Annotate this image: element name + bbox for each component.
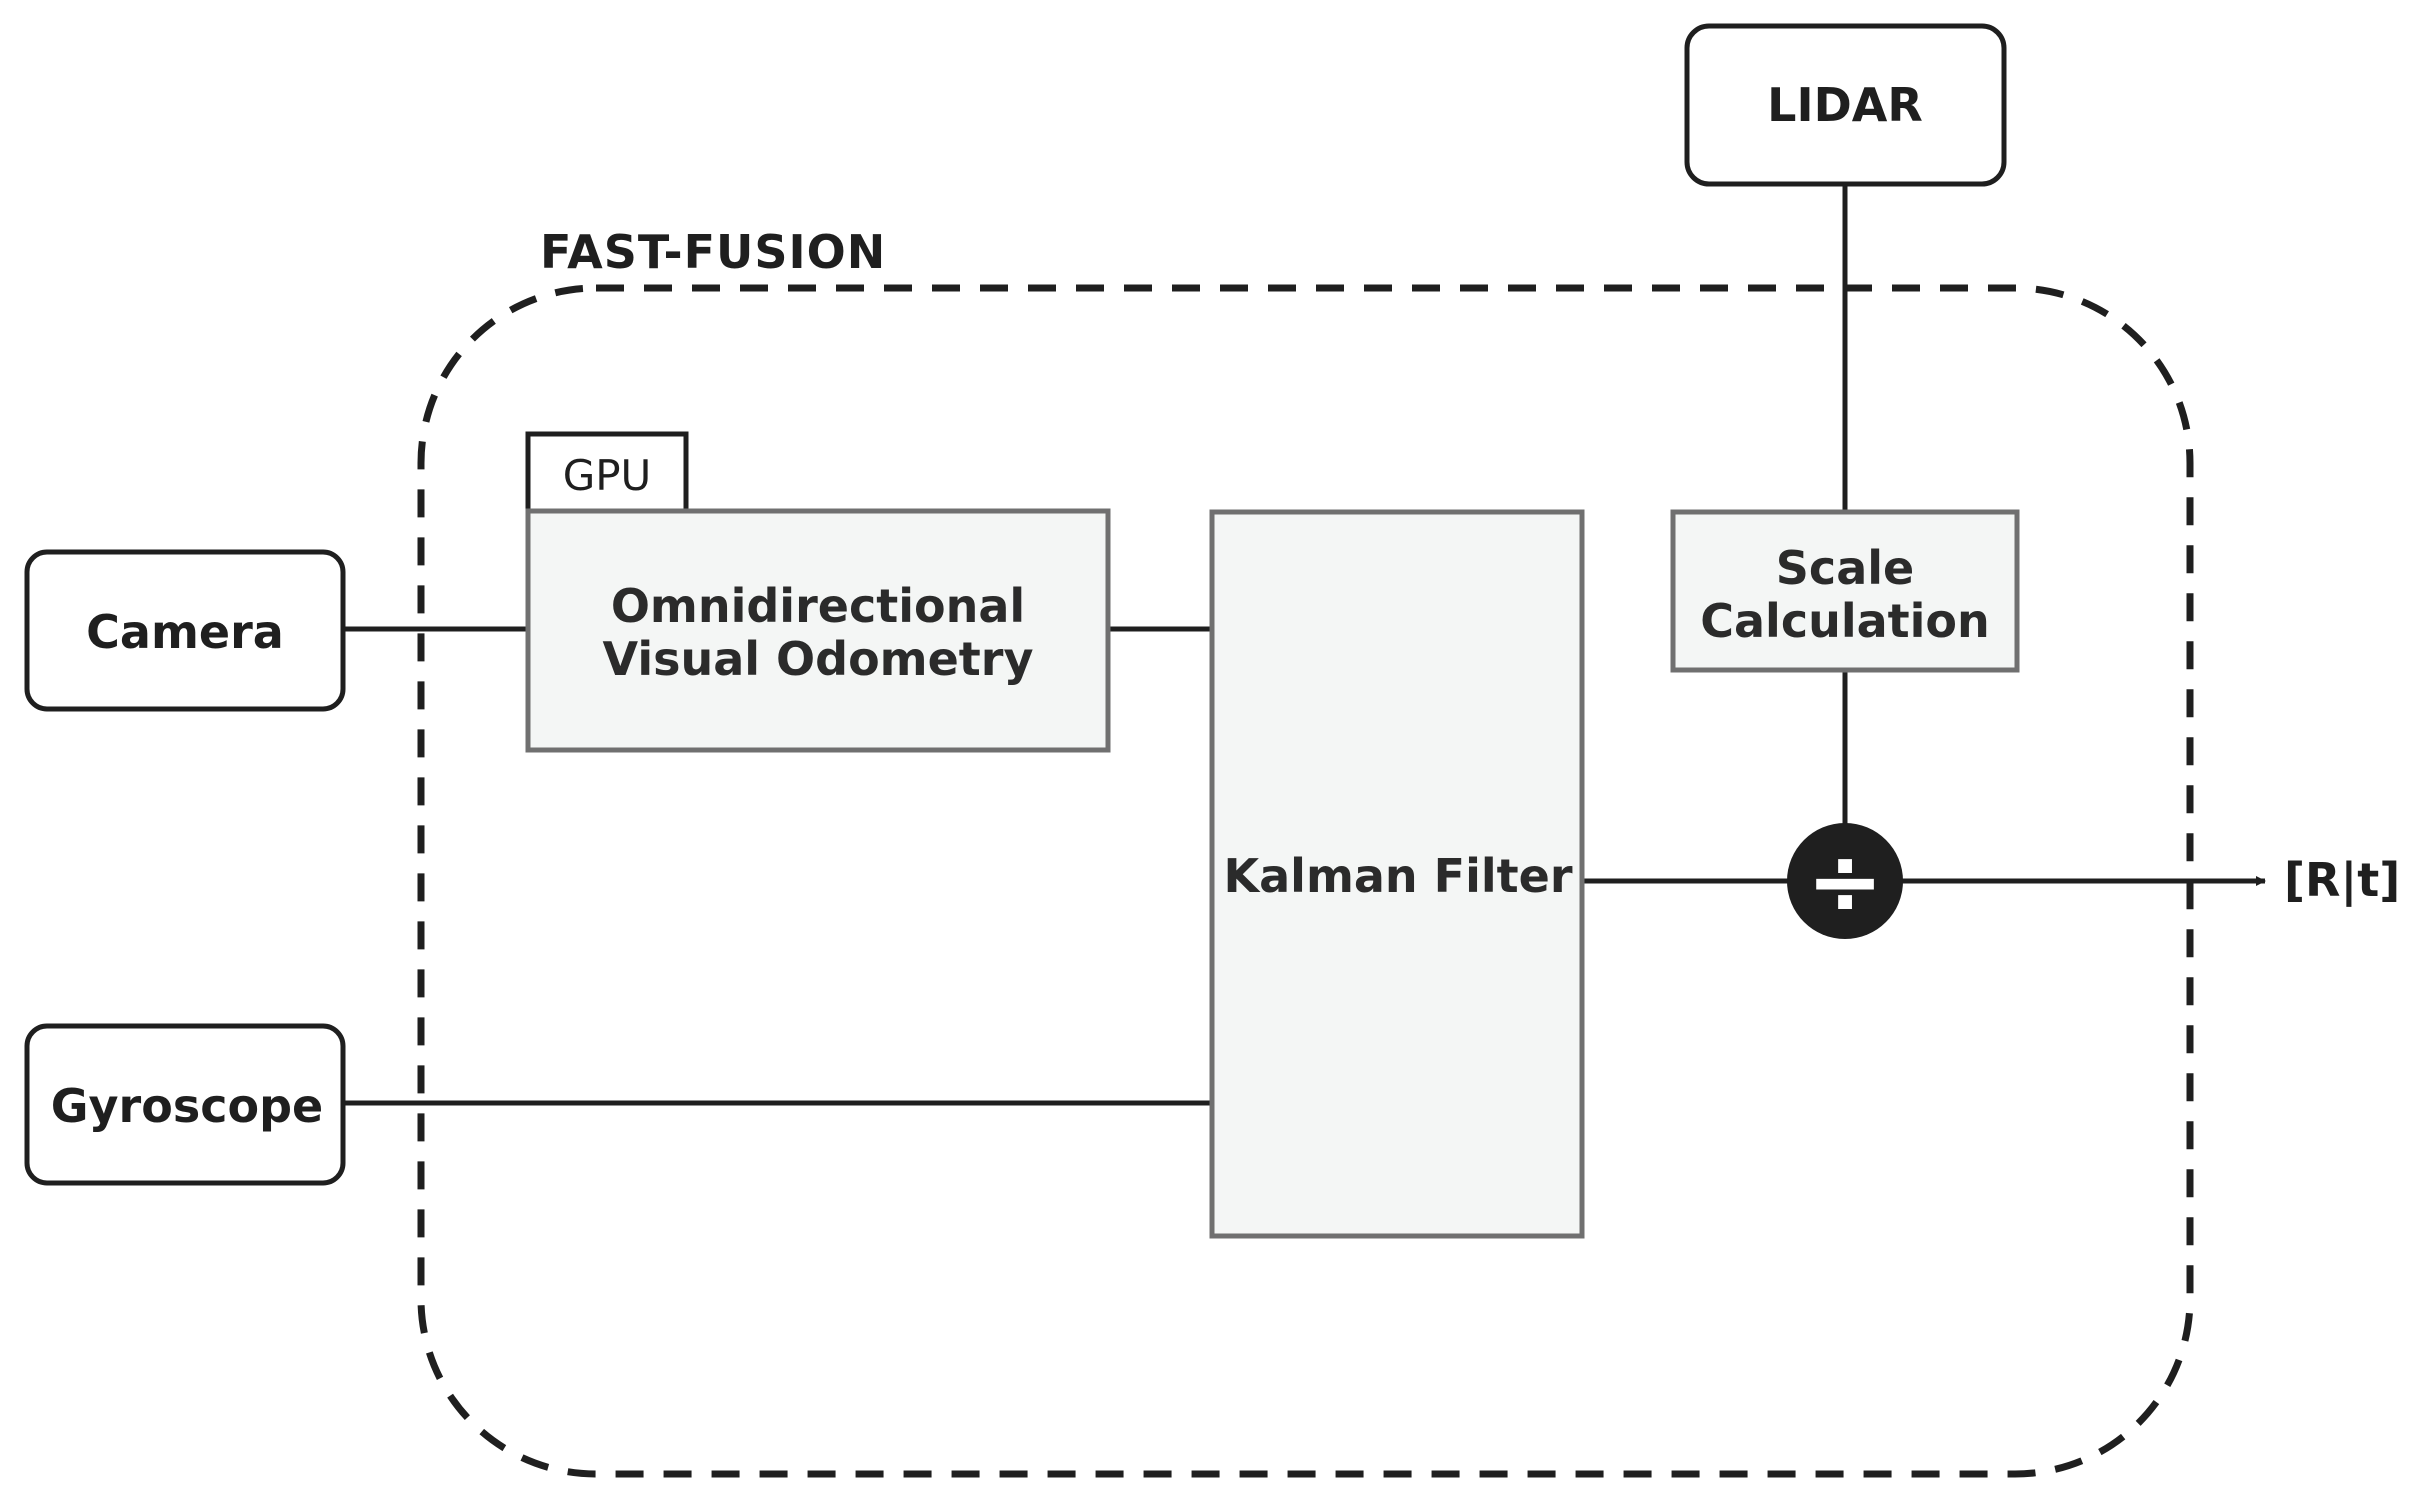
gyroscope-box — [24, 1023, 346, 1186]
gpu-tag — [525, 431, 689, 514]
gpu-label: GPU — [563, 451, 652, 500]
camera-box — [24, 549, 346, 712]
visual-odometry-label-line2: Visual Odometry — [603, 632, 1034, 686]
gyroscope-label: Gyroscope — [51, 1079, 323, 1133]
visual-odometry-label-line1: Omnidirectional — [611, 579, 1025, 633]
fast-fusion-title: FAST-FUSION — [540, 225, 886, 279]
fast-fusion-boundary — [417, 284, 2194, 1478]
scale-calculation-box — [1670, 509, 2020, 673]
kalman-filter-box — [1209, 509, 1585, 1239]
kalman-filter-label: Kalman Filter — [1223, 849, 1572, 903]
divide-node — [1787, 823, 1903, 939]
lidar-box — [1684, 23, 2007, 187]
scale-calculation-label-line2: Calculation — [1700, 594, 1990, 648]
visual-odometry-box — [525, 508, 1111, 753]
divide-icon: ÷ — [1806, 828, 1883, 935]
camera-label: Camera — [86, 605, 284, 659]
scale-calculation-label-line1: Scale — [1776, 541, 1914, 595]
output-label: [R|t] — [2284, 853, 2400, 908]
lidar-label: LIDAR — [1767, 78, 1923, 132]
